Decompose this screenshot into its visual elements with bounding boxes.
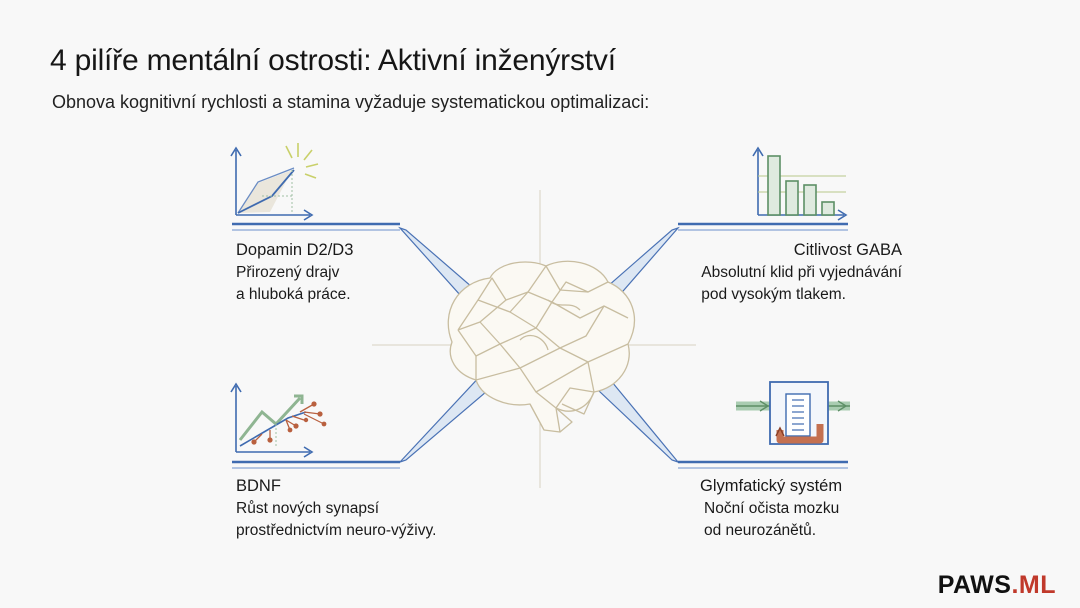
synapse-growth-icon bbox=[230, 382, 327, 458]
brand-suffix: .ML bbox=[1011, 571, 1056, 599]
pillar-gaba-title: Citlivost GABA bbox=[793, 241, 902, 259]
pillar-bdnf-line2: prostřednictvím neuro-výživy. bbox=[236, 522, 437, 539]
pillar-bdnf-title: BDNF bbox=[236, 477, 281, 495]
pillar-dopamine: Dopamin D2/D3 Přirozený drajv a hluboká … bbox=[236, 238, 353, 306]
brand-logo: PAWS.ML bbox=[938, 571, 1056, 600]
beam-top-left bbox=[232, 222, 489, 307]
descending-bars-icon bbox=[752, 146, 848, 221]
pillar-glymphatic-line2: od neurozánětů. bbox=[704, 522, 817, 539]
page-subtitle: Obnova kognitivní rychlosti a stamina vy… bbox=[52, 92, 650, 112]
flow-cleanse-icon bbox=[736, 381, 850, 445]
pillar-dopamine-line2: a hluboká práce. bbox=[236, 286, 351, 303]
brain-icon bbox=[447, 260, 636, 433]
pillar-glymphatic-line1: Noční očista mozku bbox=[704, 500, 840, 517]
pillar-dopamine-title: Dopamin D2/D3 bbox=[236, 241, 354, 259]
pillar-dopamine-line1: Přirozený drajv bbox=[236, 264, 340, 281]
pillar-gaba-line1: Absolutní klid při vyjednávání bbox=[701, 264, 902, 281]
pillar-gaba-line2: pod vysokým tlakem. bbox=[701, 286, 846, 303]
rising-chart-icon bbox=[230, 143, 319, 221]
pillar-glymphatic-title: Glymfatický systém bbox=[700, 477, 843, 495]
page-title: 4 pilíře mentální ostrosti: Aktivní inže… bbox=[50, 44, 616, 77]
pillar-gaba: Citlivost GABA Absolutní klid při vyjedn… bbox=[701, 238, 902, 306]
brand-name: PAWS bbox=[937, 571, 1012, 599]
pillar-bdnf: BDNF Růst nových synapsí prostřednictvím… bbox=[236, 474, 436, 542]
pillar-glymphatic: Glymfatický systém Noční očista mozku od… bbox=[700, 474, 842, 542]
pillar-bdnf-line1: Růst nových synapsí bbox=[236, 500, 380, 517]
